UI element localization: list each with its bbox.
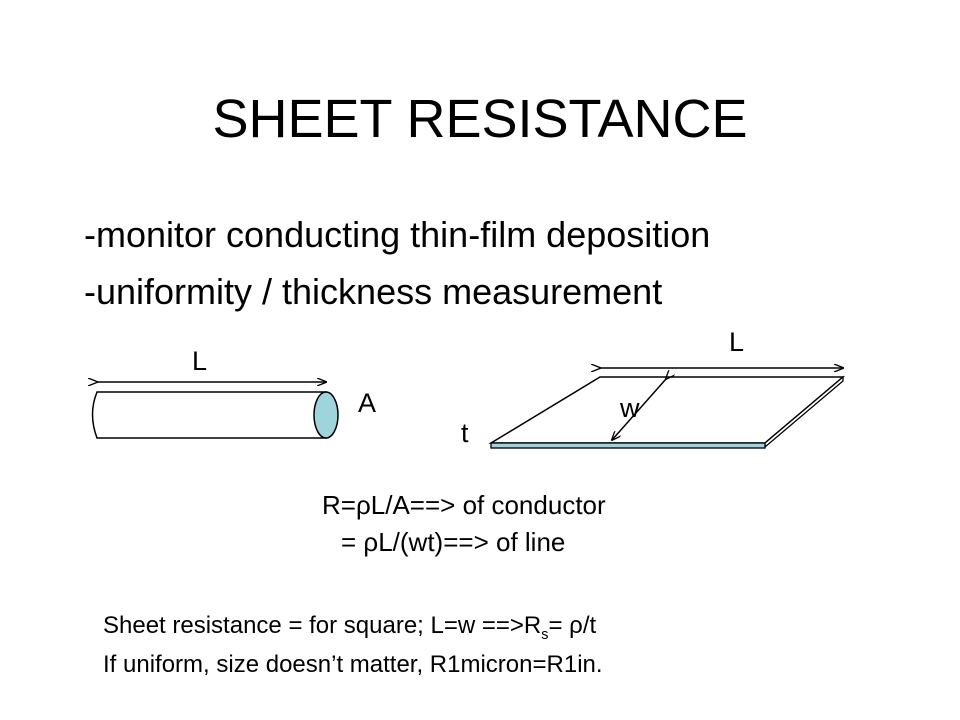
film-thickness-label: t [461,418,469,448]
rho-symbol: ρ [569,612,583,639]
film-width-label: w [620,393,640,423]
equation-conductor: R=ρL/A==> of conductor [322,490,606,520]
equation-line: = ρL/(wt)==> of line [341,527,566,557]
bullet-monitor: -monitor conducting thin-film deposition [84,214,711,255]
film-length-label: L [729,327,745,357]
conductor-end-face [313,391,339,439]
film-thickness-edge [490,442,766,449]
conductor-cylinder [91,391,339,439]
conductor-length-label: L [192,346,208,376]
bullet-uniformity: -uniformity / thickness measurement [84,271,663,312]
thin-film-sheet [488,375,846,449]
film-width-arrow [612,379,666,440]
rho-symbol: ρ [363,527,379,557]
rho-symbol: ρ [355,490,371,520]
conductor-area-label: A [358,388,377,418]
sheet-resistance-note: Sheet resistance = for square; L=w ==>Rs… [103,612,597,643]
uniformity-note: If uniform, size doesn’t matter, R1micro… [103,651,603,678]
slide-title: SHEET RESISTANCE [212,89,748,149]
subscript-s: s [541,626,549,643]
